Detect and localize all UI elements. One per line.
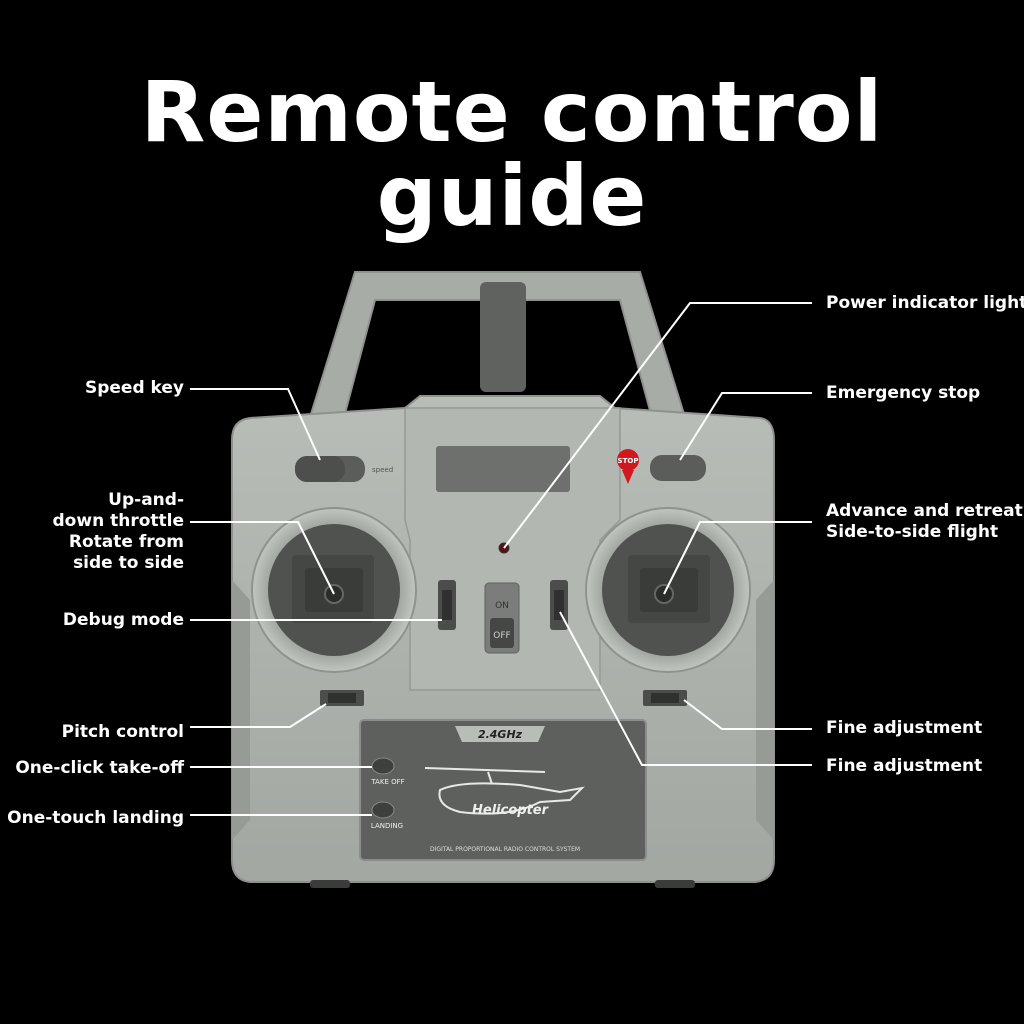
left-grip: [232, 580, 250, 840]
label-pitch-control: Pitch control: [61, 722, 184, 742]
label-power-indicator: Power indicator light: [826, 293, 1024, 313]
label-debug-mode: Debug mode: [62, 610, 184, 630]
line-pitch: [190, 703, 327, 728]
page-title: Remote control guide: [140, 63, 884, 245]
stop-icon: [617, 449, 639, 471]
on-label: ON: [495, 601, 509, 611]
label-throttle: Up-and- down throttle Rotate from side t…: [53, 490, 184, 574]
leader-lines: [190, 302, 812, 816]
line-fine-1: [683, 699, 812, 730]
take-off-label: TAKE OFF: [370, 778, 404, 786]
band-label: 2.4GHz: [478, 728, 523, 741]
label-throttle-line-1: Up-and-: [108, 490, 184, 510]
label-one-touch-landing: One-touch landing: [7, 808, 184, 828]
label-advance-line-1: Advance and retreat: [826, 501, 1023, 521]
speed-label: speed: [372, 466, 393, 474]
stop-text: STOP: [618, 457, 639, 465]
line-advance: [663, 521, 812, 595]
off-label: OFF: [493, 631, 510, 641]
line-fine-2: [559, 611, 812, 766]
brand-label: Helicopter: [472, 803, 550, 818]
landing-button[interactable]: [371, 801, 395, 819]
right-grip: [756, 580, 774, 840]
label-advance-line-2: Side-to-side flight: [826, 522, 999, 542]
label-advance: Advance and retreat Side-to-side flight: [826, 501, 1023, 543]
label-throttle-line-2: down throttle: [52, 511, 184, 531]
label-plate: [359, 719, 647, 861]
emergency-stop-button[interactable]: [650, 455, 706, 481]
label-fine-adjustment-2: Fine adjustment: [826, 756, 983, 776]
label-fine-adjustment-1: Fine adjustment: [826, 718, 983, 738]
label-throttle-line-3: Rotate from: [68, 532, 184, 552]
display-screen: [436, 446, 570, 492]
system-label: DIGITAL PROPORTIONAL RADIO CONTROL SYSTE…: [430, 846, 580, 853]
antenna: [480, 282, 526, 392]
line-power: [503, 302, 812, 549]
line-emergency: [679, 392, 812, 461]
label-one-click-takeoff: One-click take-off: [15, 758, 184, 778]
label-throttle-line-4: side to side: [73, 553, 184, 573]
line-speed-key: [190, 388, 321, 461]
label-emergency-stop: Emergency stop: [826, 383, 981, 403]
helicopter-icon: [424, 767, 585, 815]
line-throttle: [190, 521, 335, 595]
take-off-button[interactable]: [371, 757, 395, 775]
label-speed-key: Speed key: [84, 378, 184, 398]
landing-label: LANDING: [371, 822, 403, 830]
